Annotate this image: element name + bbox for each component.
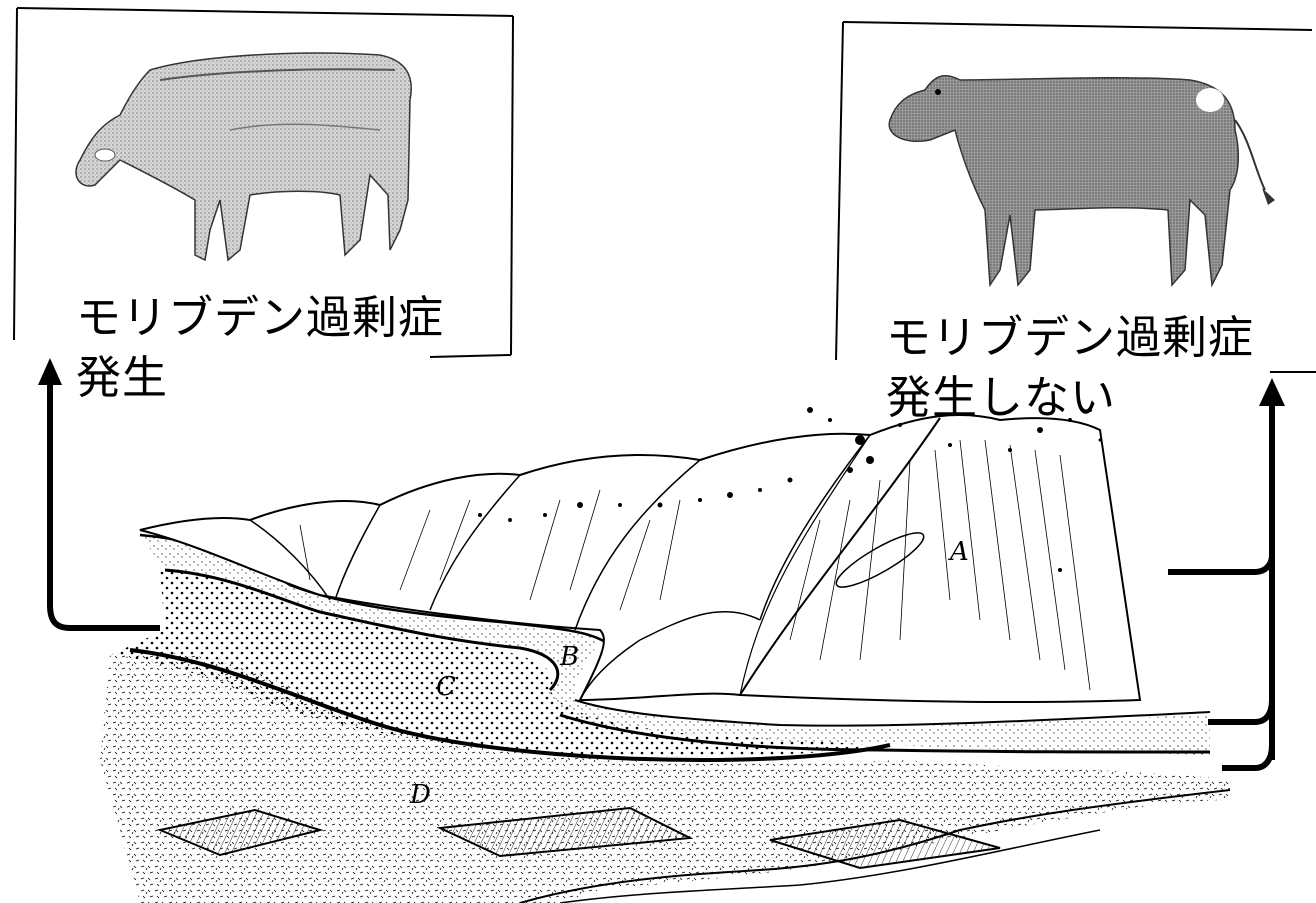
- slope-lens: [835, 532, 925, 588]
- zone-label-d: D: [409, 780, 431, 810]
- left-caption-line-2: 発生: [76, 351, 169, 404]
- left-panel-caption: モリブデン過剰症 発生: [76, 288, 444, 408]
- zone-b-band: [140, 535, 1210, 755]
- left-caption-line-1: モリブデン過剰症: [76, 291, 445, 344]
- right-caption-line-1: モリブデン過剰症: [886, 311, 1255, 364]
- ridge-rubble: [478, 407, 1102, 572]
- zone-label-b: B: [559, 642, 579, 672]
- zone-label-a: A: [948, 537, 969, 567]
- right-arrow: [1168, 378, 1285, 771]
- field-plot-3: [769, 818, 1001, 870]
- zone-label-c: C: [436, 672, 456, 702]
- field-plot-2: [436, 806, 694, 858]
- healthy-calf-icon: [888, 74, 1275, 288]
- left-arrow: [38, 358, 160, 631]
- right-panel-caption: モリブデン過剰症 発生しない: [886, 308, 1254, 428]
- arrow-up-icon: [47, 380, 160, 631]
- unhealthy-calf-icon: [75, 52, 412, 262]
- right-panel-frame: [835, 21, 1316, 373]
- left-panel-frame: [13, 7, 514, 358]
- right-caption-line-2: 発生しない: [886, 371, 1117, 424]
- field-plot-1: [156, 808, 324, 857]
- zone-c-deposit: [110, 570, 880, 757]
